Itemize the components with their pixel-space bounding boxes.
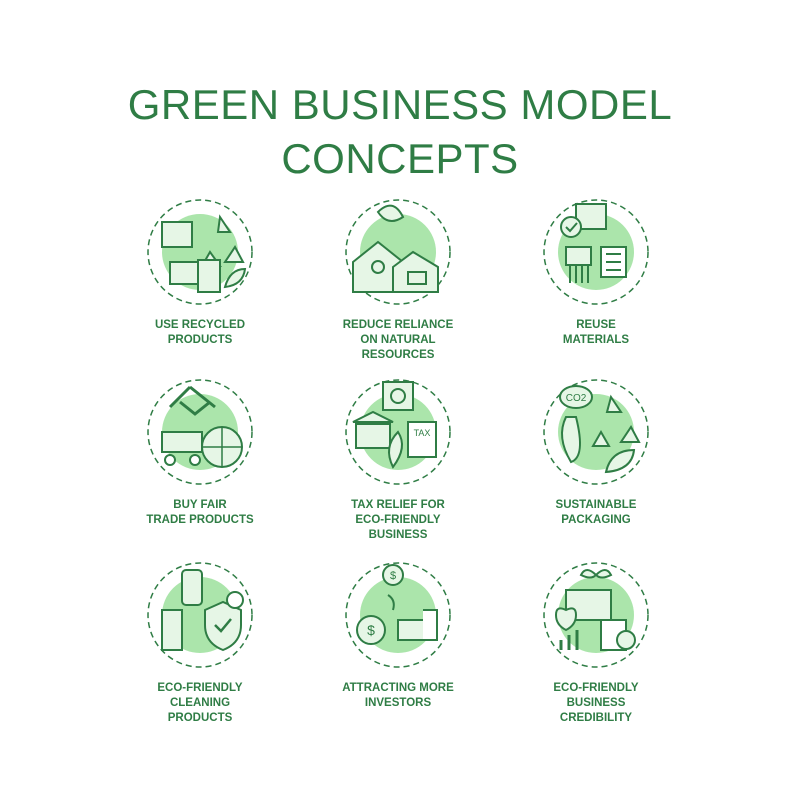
concept-card: CO2 SUSTAINABLE PACKAGING: [496, 372, 696, 528]
concept-label: REDUCE RELIANCE ON NATURAL RESOURCES: [342, 319, 454, 361]
house-leaf-icon: [345, 199, 451, 305]
concept-card: ECO-FRIENDLY CLEANING PRODUCTS: [100, 555, 300, 726]
concept-label: ECO-FRIENDLY CLEANING PRODUCTS: [157, 682, 243, 724]
concept-label: USE RECYCLED PRODUCTS: [154, 319, 246, 346]
concept-card: USE RECYCLED PRODUCTS: [100, 192, 300, 348]
svg-text:$: $: [367, 622, 375, 638]
recycle-icon: [147, 199, 253, 305]
concept-card: $$ ATTRACTING MORE INVESTORS: [298, 555, 498, 711]
concept-label: ECO-FRIENDLY BUSINESS CREDIBILITY: [553, 682, 639, 724]
concept-label: ATTRACTING MORE INVESTORS: [342, 682, 454, 709]
page-title: GREEN BUSINESS MODEL CONCEPTS: [0, 78, 800, 186]
title-line-2: CONCEPTS: [281, 135, 519, 182]
title-line-1: GREEN BUSINESS MODEL: [127, 81, 673, 128]
handshake-icon: [147, 379, 253, 485]
svg-text:TAX: TAX: [414, 428, 431, 438]
concept-card: ECO-FRIENDLY BUSINESS CREDIBILITY: [496, 555, 696, 726]
svg-text:$: $: [390, 570, 396, 582]
concept-card: REDUCE RELIANCE ON NATURAL RESOURCES: [298, 192, 498, 363]
concept-label: REUSE MATERIALS: [562, 319, 630, 346]
co2-recycle-icon: CO2: [543, 379, 649, 485]
concept-card: BUY FAIR TRADE PRODUCTS: [100, 372, 300, 528]
box-checklist-icon: [543, 199, 649, 305]
concept-label: TAX RELIEF FOR ECO-FRIENDLY BUSINESS: [351, 499, 445, 541]
concept-label: SUSTAINABLE PACKAGING: [555, 499, 637, 526]
money-plant-icon: $$: [345, 562, 451, 668]
concept-label: BUY FAIR TRADE PRODUCTS: [146, 499, 254, 526]
svg-text:CO2: CO2: [566, 393, 587, 404]
bank-tax-icon: TAX: [345, 379, 451, 485]
concept-card: REUSE MATERIALS: [496, 192, 696, 348]
briefcase-award-icon: [543, 562, 649, 668]
spray-shield-icon: [147, 562, 253, 668]
concept-card: TAX TAX RELIEF FOR ECO-FRIENDLY BUSINESS: [298, 372, 498, 543]
